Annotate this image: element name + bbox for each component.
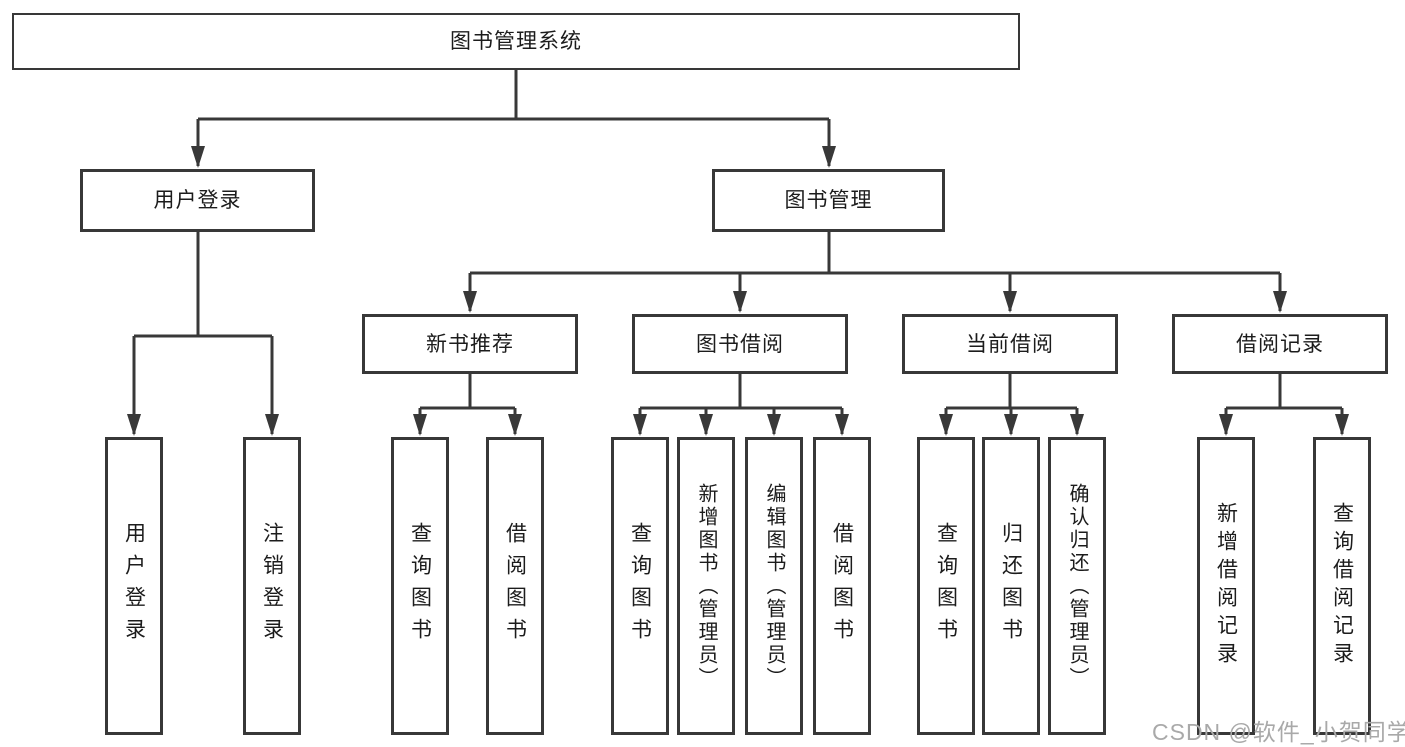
node-borrow-records: 借阅记录 [1172, 314, 1388, 374]
leaf-query-borrow-record: 查询借阅记录 [1313, 437, 1371, 735]
node-new-book-recommend-label: 新书推荐 [426, 332, 514, 356]
leaf-add-book-admin: 新增图书（管理员） [677, 437, 735, 735]
node-book-borrow-label: 图书借阅 [696, 332, 784, 356]
node-user-login-label: 用户登录 [153, 189, 242, 212]
leaf-logout: 注销登录 [243, 437, 301, 735]
node-new-book-recommend: 新书推荐 [362, 314, 578, 374]
leaf-edit-book-admin: 编辑图书（管理员） [745, 437, 803, 735]
leaf-query-books-recommend-label: 查询图书 [408, 522, 432, 650]
leaf-query-books-borrow: 查询图书 [611, 437, 669, 735]
leaf-add-book-admin-label: 新增图书（管理员） [695, 482, 717, 690]
leaf-return-book-label: 归还图书 [999, 522, 1023, 650]
leaf-query-borrow-record-label: 查询借阅记录 [1330, 502, 1354, 670]
node-book-borrow: 图书借阅 [632, 314, 848, 374]
leaf-return-book: 归还图书 [982, 437, 1040, 735]
leaf-user-login: 用户登录 [105, 437, 163, 735]
leaf-edit-book-admin-label: 编辑图书（管理员） [763, 482, 785, 690]
leaf-query-books-current: 查询图书 [917, 437, 975, 735]
leaf-query-books-borrow-label: 查询图书 [628, 522, 652, 650]
node-current-borrow: 当前借阅 [902, 314, 1118, 374]
node-user-login: 用户登录 [80, 169, 315, 232]
csdn-watermark: CSDN @软件_小贺同学 [1152, 719, 1405, 745]
leaf-user-login-label: 用户登录 [122, 522, 146, 650]
leaf-confirm-return-admin-label: 确认归还（管理员） [1066, 482, 1088, 690]
leaf-query-books-recommend: 查询图书 [391, 437, 449, 735]
node-library-system: 图书管理系统 [12, 13, 1020, 70]
node-book-management-label: 图书管理 [784, 189, 873, 212]
leaf-query-books-current-label: 查询图书 [934, 522, 958, 650]
node-borrow-records-label: 借阅记录 [1236, 332, 1324, 356]
node-book-management: 图书管理 [712, 169, 945, 232]
node-library-system-label: 图书管理系统 [450, 30, 582, 53]
node-current-borrow-label: 当前借阅 [966, 332, 1054, 356]
leaf-borrow-books-label: 借阅图书 [830, 522, 854, 650]
leaf-add-borrow-record: 新增借阅记录 [1197, 437, 1255, 735]
leaf-logout-label: 注销登录 [260, 522, 284, 650]
leaf-borrow-books: 借阅图书 [813, 437, 871, 735]
leaf-confirm-return-admin: 确认归还（管理员） [1048, 437, 1106, 735]
leaf-add-borrow-record-label: 新增借阅记录 [1214, 502, 1238, 670]
leaf-borrow-books-recommend-label: 借阅图书 [503, 522, 527, 650]
leaf-borrow-books-recommend: 借阅图书 [486, 437, 544, 735]
